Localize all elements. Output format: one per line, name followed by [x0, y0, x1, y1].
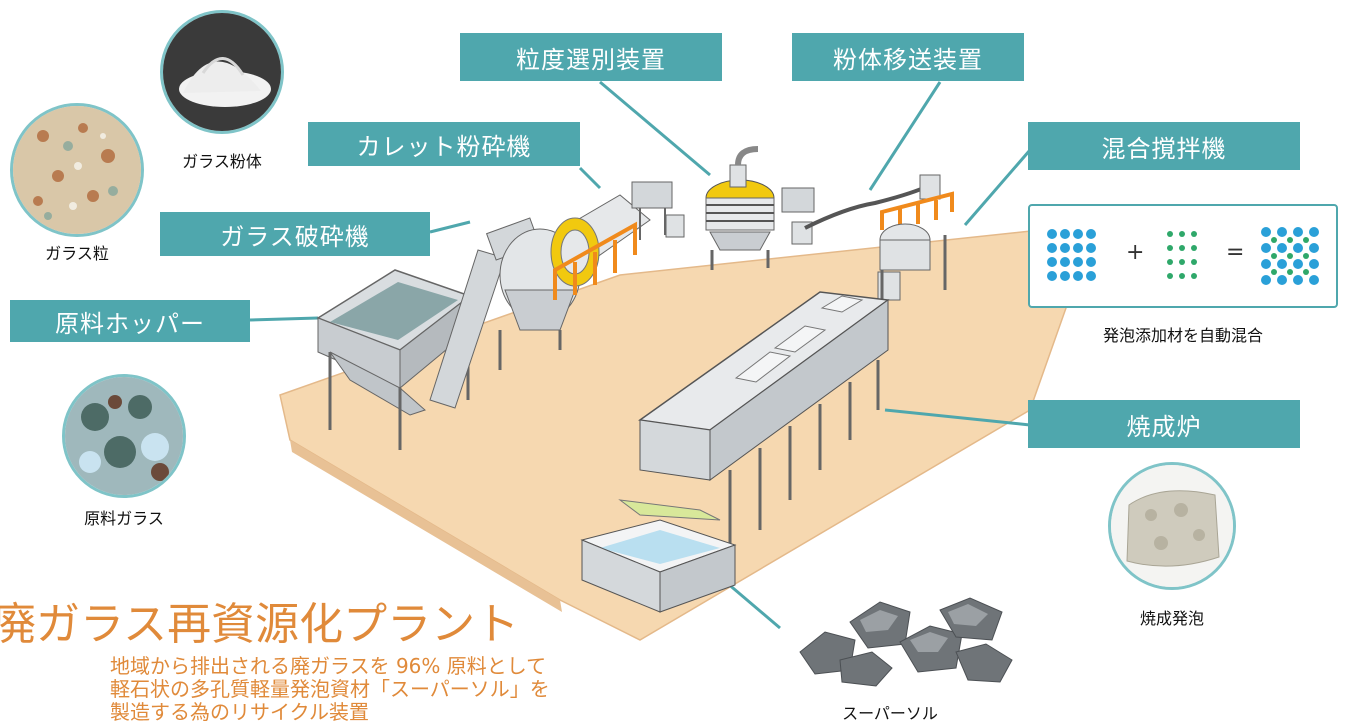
green-dots-group: [1167, 231, 1197, 279]
cullet-mill-machine: [550, 181, 685, 300]
furnace-machine: [580, 291, 890, 613]
fired-foam-photo: [1108, 462, 1236, 590]
caption-supersol: スーパーソル: [842, 704, 938, 723]
blue-dots-group: [1047, 229, 1096, 281]
subtitle-line-3: 製造する為のリサイクル装置: [110, 700, 369, 724]
page-title: 廃ガラス再資源化プラント: [0, 599, 520, 650]
equals-sign: =: [1226, 240, 1245, 265]
glass-grain-photo: [10, 103, 144, 237]
label-furnace: 焼成炉: [1028, 400, 1300, 448]
sieve-machine: [705, 146, 815, 270]
mixed-dots-group: [1261, 227, 1319, 285]
caption-raw-glass: 原料ガラス: [84, 509, 164, 528]
label-cullet-mill: カレット粉砕機: [308, 122, 580, 166]
glass-powder-photo: [160, 10, 284, 134]
caption-glass-grain: ガラス粒: [45, 244, 109, 263]
caption-mixing: 発泡添加材を自動混合: [1102, 326, 1263, 345]
subtitle-line-2: 軽石状の多孔質軽量発泡資材「スーパーソル」を: [110, 677, 550, 701]
label-raw-hopper: 原料ホッパー: [10, 300, 250, 342]
mixer-machine: [877, 174, 954, 310]
subtitle-block: 地域から排出される廃ガラスを 96% 原料として 軽石状の多孔質軽量発泡資材「ス…: [110, 655, 550, 724]
subtitle-line-1: 地域から排出される廃ガラスを 96% 原料として: [110, 654, 547, 678]
plus-sign: +: [1126, 240, 1145, 265]
supersol-photo: [799, 597, 1013, 687]
hopper-machine: [316, 269, 472, 450]
label-glass-crusher: ガラス破砕機: [160, 212, 430, 256]
caption-fired-foam: 焼成発泡: [1139, 609, 1204, 628]
caption-glass-powder: ガラス粉体: [182, 152, 262, 171]
label-powder-transfer: 粉体移送装置: [792, 33, 1024, 81]
raw-glass-photo: [62, 374, 186, 498]
label-mixer: 混合撹拌機: [1028, 122, 1300, 170]
mixing-equation-box: + =: [1028, 204, 1338, 308]
label-sieve-device: 粒度選別装置: [460, 33, 722, 81]
